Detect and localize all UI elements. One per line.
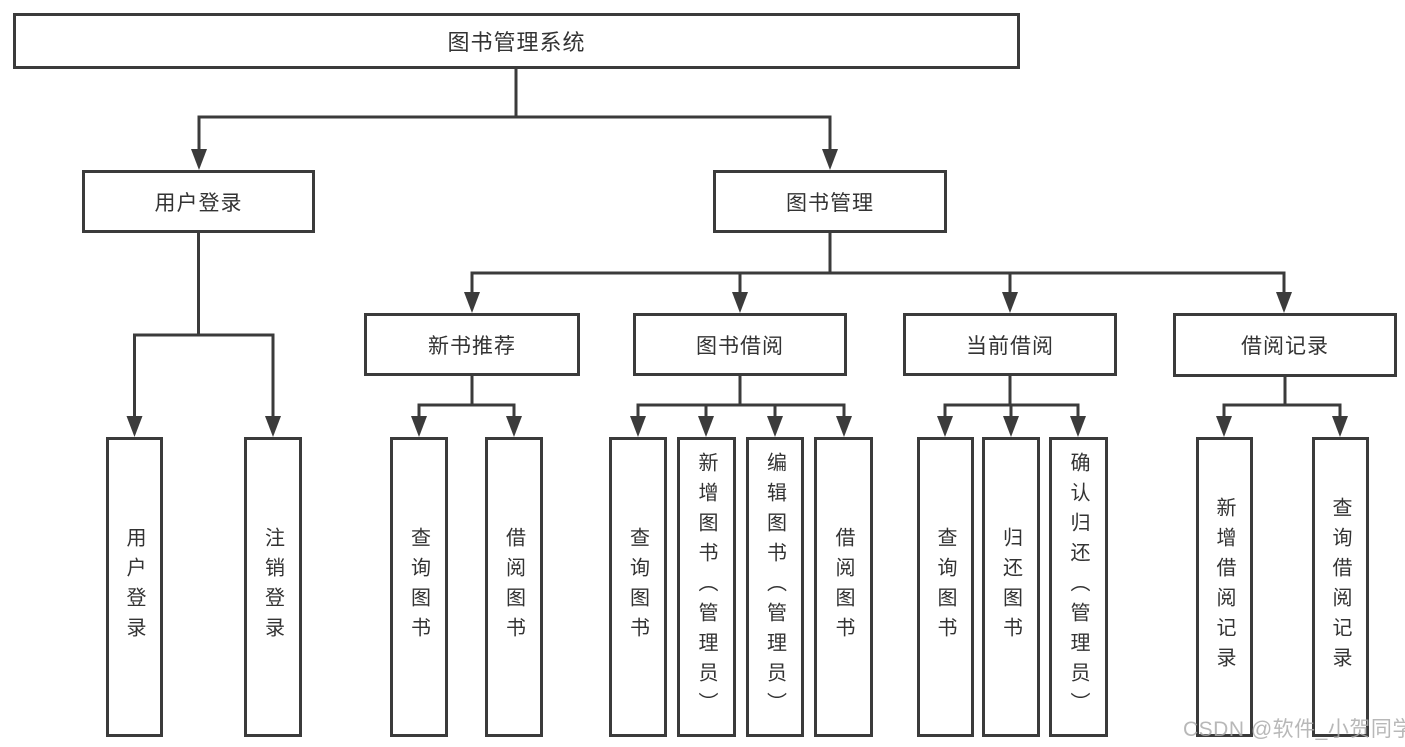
leaf-confirm-return-admin: 确认归还（管理员） [1049, 437, 1108, 737]
leaf-newrec-borrow-books: 借阅图书 [485, 437, 543, 737]
leaf-borrow-borrow-books: 借阅图书 [814, 437, 873, 737]
node-current-borrow-label: 当前借阅 [966, 334, 1054, 358]
leaf-logout-label: 注销登录 [261, 527, 284, 647]
leaf-query-borrow-record: 查询借阅记录 [1312, 437, 1369, 737]
node-book-management: 图书管理 [713, 170, 947, 233]
node-root: 图书管理系统 [13, 13, 1020, 69]
leaf-add-books-admin: 新增图书（管理员） [677, 437, 736, 737]
node-borrow-records-label: 借阅记录 [1241, 335, 1329, 358]
node-user-login: 用户登录 [82, 170, 315, 233]
node-book-borrow-label: 图书借阅 [696, 334, 784, 358]
watermark-text: CSDN @软件_小贺同学 [1183, 718, 1405, 741]
node-new-book-recommend: 新书推荐 [364, 313, 580, 376]
node-book-management-label: 图书管理 [786, 191, 874, 215]
leaf-edit-books-admin-label: 编辑图书（管理员） [763, 452, 786, 722]
leaf-newrec-query-books-label: 查询图书 [407, 527, 430, 647]
leaf-current-query-books: 查询图书 [917, 437, 974, 737]
node-borrow-records: 借阅记录 [1173, 313, 1397, 377]
leaf-current-query-books-label: 查询图书 [934, 527, 956, 647]
leaf-add-borrow-record: 新增借阅记录 [1196, 437, 1253, 737]
leaf-confirm-return-admin-label: 确认归还（管理员） [1067, 452, 1089, 722]
leaf-borrow-query-books: 查询图书 [609, 437, 667, 737]
leaf-return-books: 归还图书 [982, 437, 1040, 737]
leaf-newrec-borrow-books-label: 借阅图书 [502, 527, 525, 647]
leaf-user-login-label: 用户登录 [123, 527, 145, 647]
leaf-return-books-label: 归还图书 [999, 527, 1022, 647]
node-root-label: 图书管理系统 [447, 30, 586, 55]
node-book-borrow: 图书借阅 [633, 313, 847, 376]
node-current-borrow: 当前借阅 [903, 313, 1117, 376]
leaf-query-borrow-record-label: 查询借阅记录 [1329, 497, 1351, 677]
leaf-add-books-admin-label: 新增图书（管理员） [695, 452, 717, 722]
leaf-newrec-query-books: 查询图书 [390, 437, 448, 737]
leaf-add-borrow-record-label: 新增借阅记录 [1213, 497, 1235, 677]
leaf-borrow-borrow-books-label: 借阅图书 [832, 527, 854, 647]
leaf-logout: 注销登录 [244, 437, 302, 737]
leaf-borrow-query-books-label: 查询图书 [626, 527, 649, 647]
leaf-edit-books-admin: 编辑图书（管理员） [746, 437, 804, 737]
node-user-login-label: 用户登录 [154, 191, 243, 215]
node-new-book-recommend-label: 新书推荐 [428, 334, 516, 358]
leaf-user-login: 用户登录 [106, 437, 163, 737]
